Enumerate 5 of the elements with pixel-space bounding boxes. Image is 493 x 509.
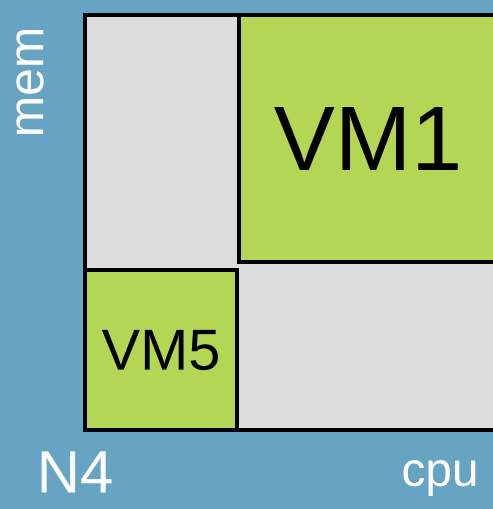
vm-box: VM5	[83, 268, 239, 432]
vm-box: VM1	[237, 13, 493, 264]
axis-label: mem	[16, 30, 44, 134]
axis-label: N4	[42, 451, 112, 493]
axis-label: cpu	[403, 460, 476, 496]
